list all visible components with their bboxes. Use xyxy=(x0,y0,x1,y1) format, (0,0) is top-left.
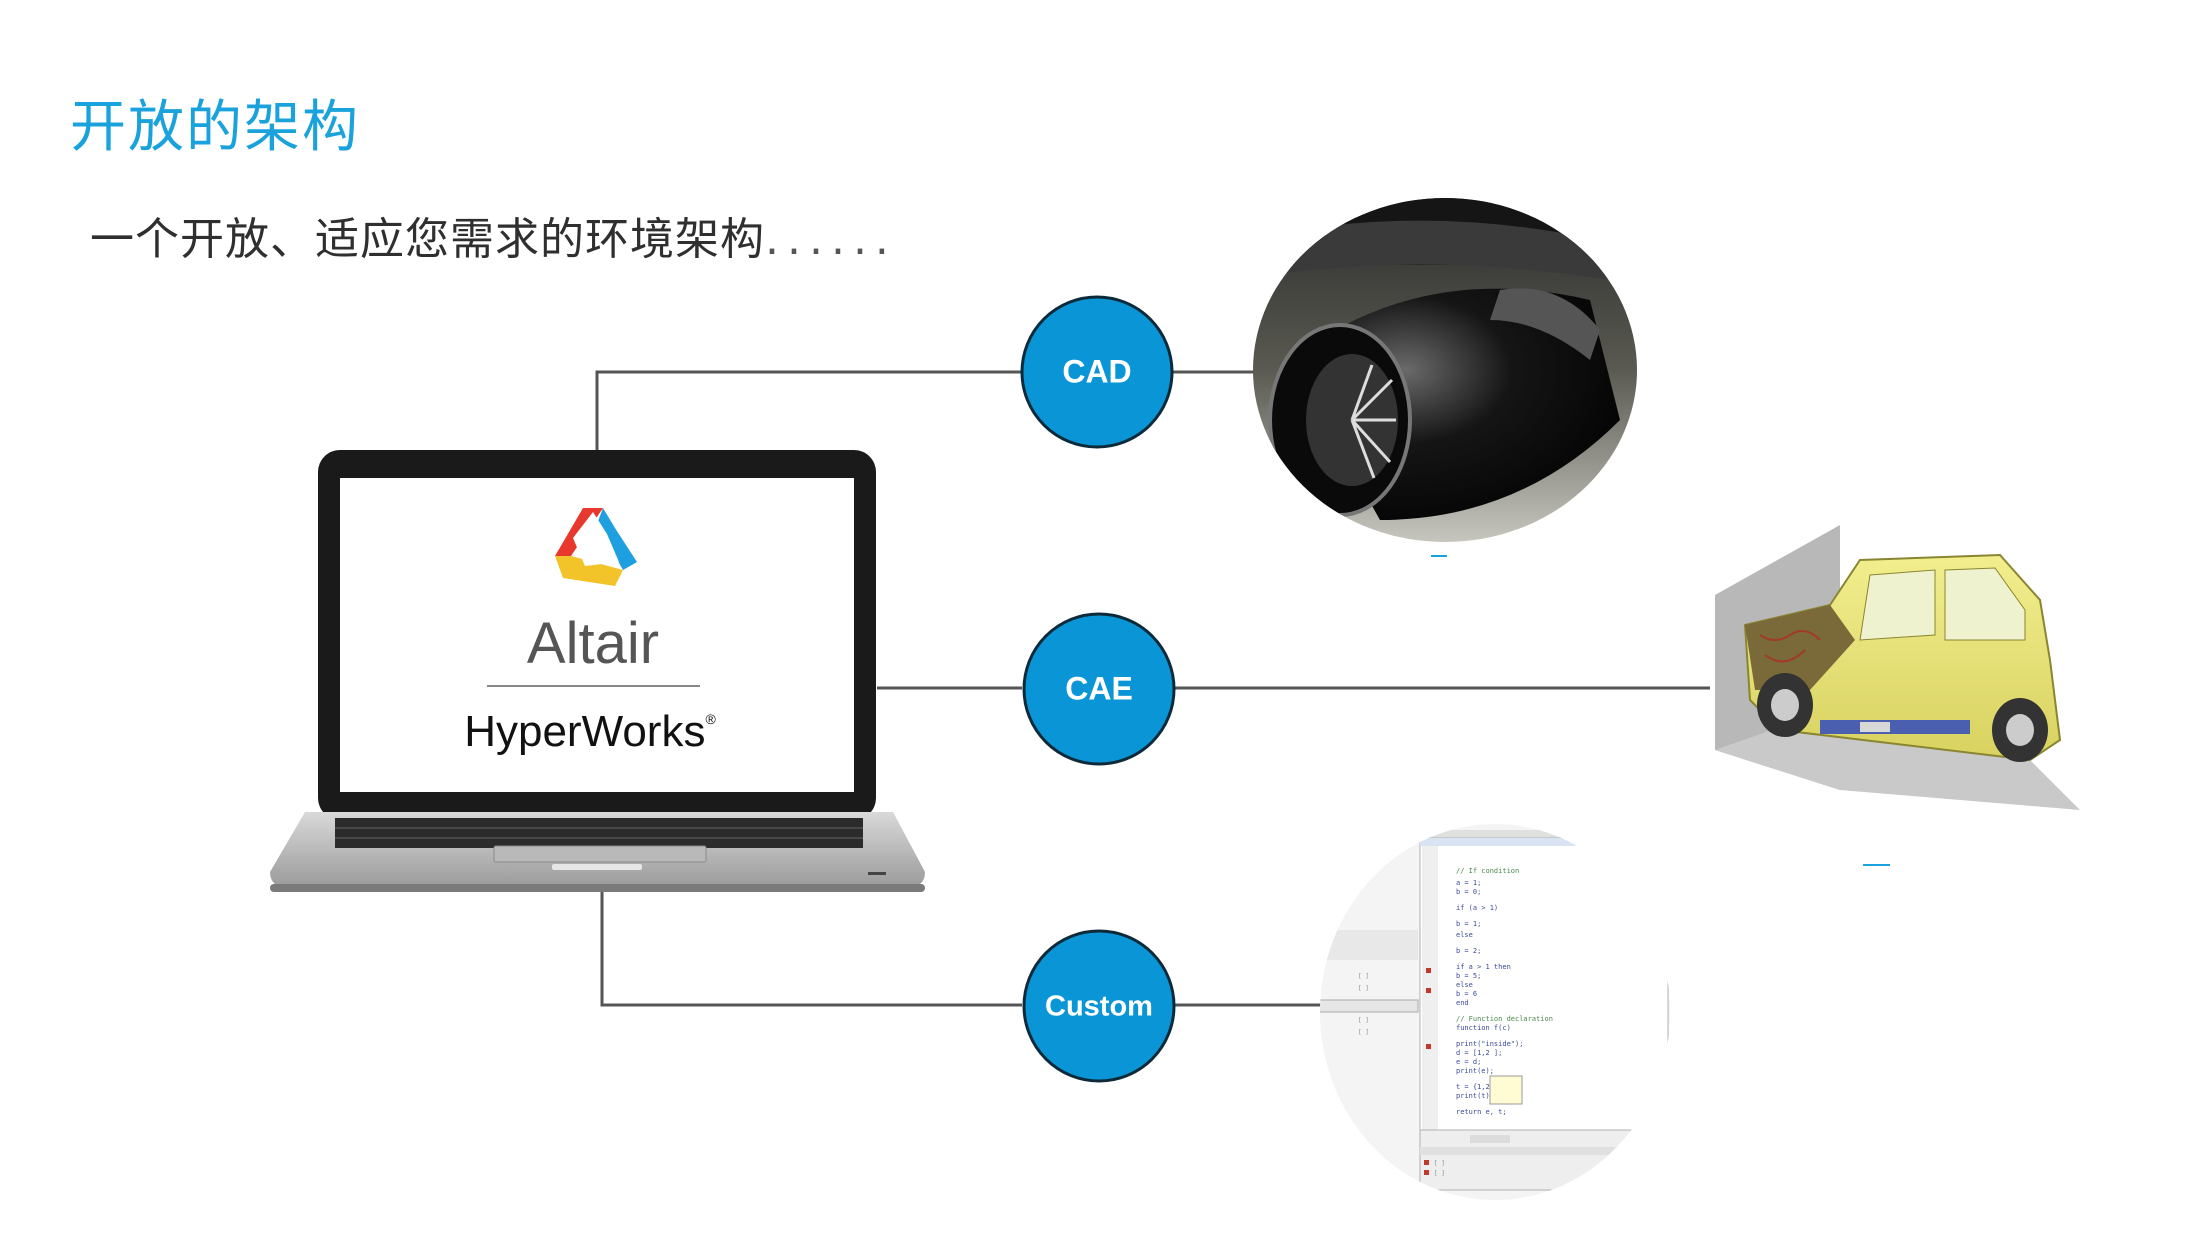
svg-text:b = 6: b = 6 xyxy=(1456,990,1477,998)
node-custom: Custom xyxy=(1022,929,1176,1083)
svg-text:[ ]: [ ] xyxy=(1358,1029,1369,1036)
custom-image-code-editor: // If condition a = 1; b = 0; if (a > 1)… xyxy=(1320,824,1670,1200)
cae-image-car-crash xyxy=(1715,525,2080,810)
subtitle-dots: ...... xyxy=(765,214,897,265)
node-cad-label: CAD xyxy=(1062,353,1131,389)
node-cae: CAE xyxy=(1022,612,1176,766)
svg-text:if (a > 1): if (a > 1) xyxy=(1456,904,1498,912)
svg-text:// Function declaration: // Function declaration xyxy=(1456,1015,1553,1023)
svg-text:[ ]: [ ] xyxy=(1358,1017,1369,1024)
svg-text:d = [1,2 ];: d = [1,2 ]; xyxy=(1456,1049,1502,1057)
node-cad: CAD xyxy=(1020,295,1174,449)
svg-text:[ ]: [ ] xyxy=(1358,973,1369,980)
svg-text:b = 1;: b = 1; xyxy=(1456,920,1481,928)
svg-text:print(t);: print(t); xyxy=(1456,1092,1494,1100)
node-custom-label: Custom xyxy=(1045,991,1153,1023)
laptop: Altair HyperWorks® xyxy=(270,450,925,892)
svg-text:e = d;: e = d; xyxy=(1456,1058,1481,1066)
svg-text:[ ]: [ ] xyxy=(1434,1170,1445,1177)
laptop-brand: Altair xyxy=(527,611,659,676)
svg-text:function f(c): function f(c) xyxy=(1456,1024,1511,1032)
svg-text:if a > 1 then: if a > 1 then xyxy=(1456,963,1511,971)
altair-logo-icon xyxy=(555,508,637,586)
svg-text:b = 2;: b = 2; xyxy=(1456,947,1481,955)
svg-text:[ ]: [ ] xyxy=(1358,985,1369,992)
page-subtitle: 一个开放、适应您需求的环境架构...... xyxy=(90,218,897,262)
page-title: 开放的架构 xyxy=(70,95,360,160)
svg-text:t = {1,2};: t = {1,2}; xyxy=(1456,1083,1498,1091)
connector-lines xyxy=(595,370,1710,1007)
svg-text:return e, t;: return e, t; xyxy=(1456,1108,1507,1116)
product-name: HyperWorks xyxy=(464,707,705,756)
subtitle-text: 一个开放、适应您需求的环境架构 xyxy=(90,214,765,265)
svg-text:[ ]: [ ] xyxy=(1434,1160,1445,1167)
laptop-keyboard xyxy=(335,818,863,848)
svg-text:end: end xyxy=(1456,999,1469,1007)
laptop-product: HyperWorks® xyxy=(464,707,716,756)
svg-text:b = 5;: b = 5; xyxy=(1456,972,1481,980)
svg-text:a = 1;: a = 1; xyxy=(1456,879,1481,887)
laptop-edge xyxy=(270,884,925,892)
svg-text:print("inside");: print("inside"); xyxy=(1456,1040,1523,1048)
node-cae-label: CAE xyxy=(1065,670,1133,706)
connector-custom xyxy=(600,890,1022,1007)
cad-image-jet-engine xyxy=(1253,198,1637,542)
svg-text:// If condition: // If condition xyxy=(1456,867,1519,875)
connector-cad xyxy=(595,370,1022,452)
svg-text:else: else xyxy=(1456,931,1473,939)
trademark-mark: ® xyxy=(705,711,716,727)
svg-text:b = 0;: b = 0; xyxy=(1456,888,1481,896)
svg-text:else: else xyxy=(1456,981,1473,989)
laptop-trackpad xyxy=(493,845,707,863)
svg-text:print(e);: print(e); xyxy=(1456,1067,1494,1075)
